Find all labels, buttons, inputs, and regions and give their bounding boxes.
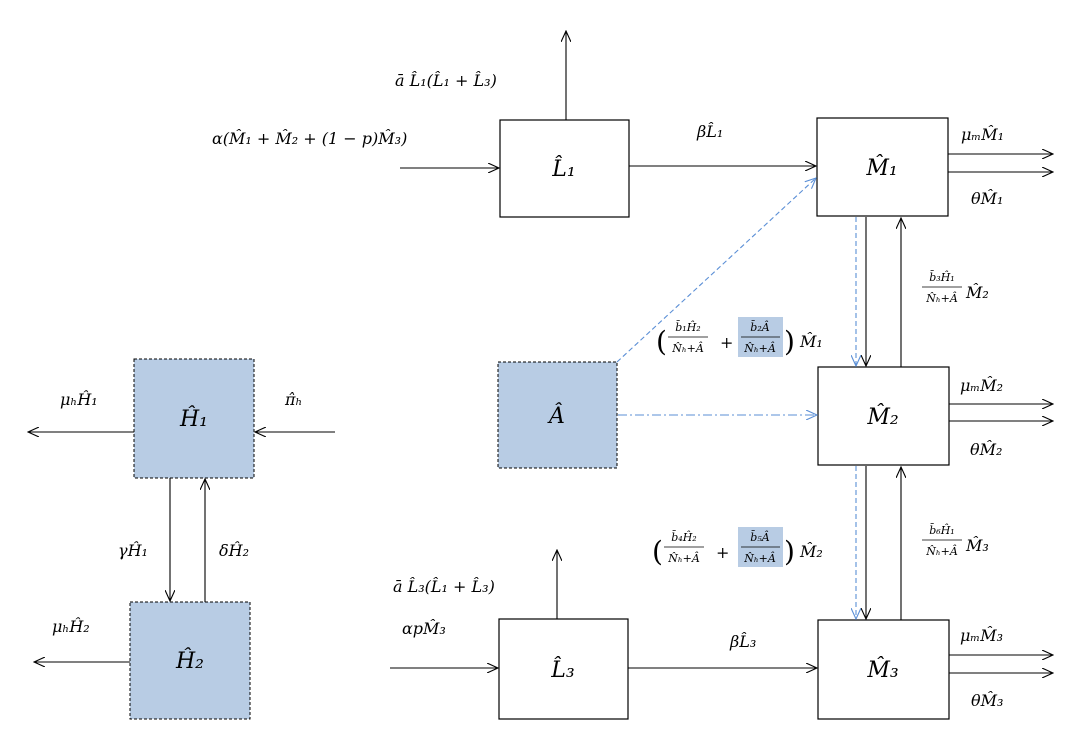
a-node-label: Â [547, 402, 565, 429]
frac-b5-denominator: N̂ₕ+Â [743, 551, 776, 565]
rparen-2: ) [784, 535, 795, 568]
frac-b3-coef: M̂₂ [965, 283, 989, 302]
m2-node-label: M̂₂ [866, 404, 898, 430]
m2-mu-label: μₘM̂₂ [960, 376, 1003, 395]
l3-inflow-label: αpM̂₃ [402, 619, 446, 638]
h1-death-label: μₕĤ₁ [60, 389, 98, 409]
m1-theta-label: θM̂₁ [971, 189, 1003, 208]
frac-b2-denominator: N̂ₕ+Â [743, 341, 776, 355]
lparen-1: ( [656, 325, 667, 358]
m3-to-m2-rate: b̄₆Ĥ₁ N̂ₕ+Â M̂₃ [922, 523, 989, 558]
l1-node-label: L̂₁ [551, 156, 575, 182]
a-box [497, 361, 618, 469]
m1-box [816, 117, 949, 217]
h2-death-label: μₕĤ₂ [52, 616, 90, 636]
frac-b4-denominator: N̂ₕ+Â [667, 551, 700, 565]
l1-death-label: ā L̂₁(L̂₁ + L̂₃) [395, 71, 497, 90]
h1-recruit-label: π̂ₕ [284, 390, 302, 409]
lparen-2: ( [652, 535, 663, 568]
frac-b6-coef: M̂₃ [965, 536, 989, 555]
h2-box [129, 601, 251, 720]
frac-b1-numerator: b̄₁Ĥ₂ [675, 320, 700, 334]
m2-box [817, 366, 950, 466]
m3-box [817, 619, 950, 720]
h1-box [133, 358, 255, 479]
frac-b6-numerator: b̄₆Ĥ₁ [929, 523, 954, 537]
a-to-m1-dashed-arrow [616, 178, 816, 363]
frac-b4-numerator: b̄₄Ĥ₂ [671, 530, 696, 544]
h1-node-label: Ĥ₁ [179, 405, 208, 432]
l3-box [498, 618, 629, 720]
l3-node-label: L̂₃ [550, 657, 574, 683]
frac-b3-denominator: N̂ₕ+Â [925, 291, 958, 305]
h2-to-h1-label: δĤ₂ [219, 540, 249, 560]
m1-node-label: M̂₁ [865, 155, 897, 181]
frac-b3-numerator: b̄₃Ĥ₁ [929, 270, 954, 284]
l1-box [499, 119, 630, 218]
m1-mu-label: μₘM̂₁ [961, 125, 1004, 144]
h2-node-label: Ĥ₂ [175, 647, 204, 674]
frac-b1-coef: M̂₁ [799, 332, 823, 351]
m3-node-label: M̂₃ [866, 657, 898, 683]
rparen-1: ) [784, 325, 795, 358]
m2-to-m3-rate: ( b̄₄Ĥ₂ N̂ₕ+Â + b̄₅Â N̂ₕ+Â ) M̂₂ [652, 527, 823, 568]
plus-2: + [716, 543, 729, 562]
l3-to-m3-label: βL̂₃ [729, 632, 756, 651]
m2-to-m1-rate: b̄₃Ĥ₁ N̂ₕ+Â M̂₂ [922, 270, 989, 305]
l3-death-label: ā L̂₃(L̂₁ + L̂₃) [393, 577, 495, 596]
plus-1: + [720, 333, 733, 352]
frac-b6-denominator: N̂ₕ+Â [925, 544, 958, 558]
m2-theta-label: θM̂₂ [970, 440, 1002, 459]
m3-mu-label: μₘM̂₃ [960, 626, 1003, 645]
h1-to-h2-label: γĤ₁ [118, 540, 148, 560]
m1-to-m2-rate: ( b̄₁Ĥ₂ N̂ₕ+Â + b̄₂Â N̂ₕ+Â ) M̂₁ [656, 317, 823, 358]
l1-inflow-label: α(M̂₁ + M̂₂ + (1 − p)M̂₃) [212, 129, 407, 148]
frac-b4-coef: M̂₂ [799, 542, 823, 561]
frac-b1-denominator: N̂ₕ+Â [671, 341, 704, 355]
frac-b2-numerator: b̄₂Â [750, 320, 769, 334]
frac-b5-numerator: b̄₅Â [750, 530, 769, 544]
l1-to-m1-label: βL̂₁ [696, 122, 723, 141]
m3-theta-label: θM̂₃ [971, 691, 1003, 710]
